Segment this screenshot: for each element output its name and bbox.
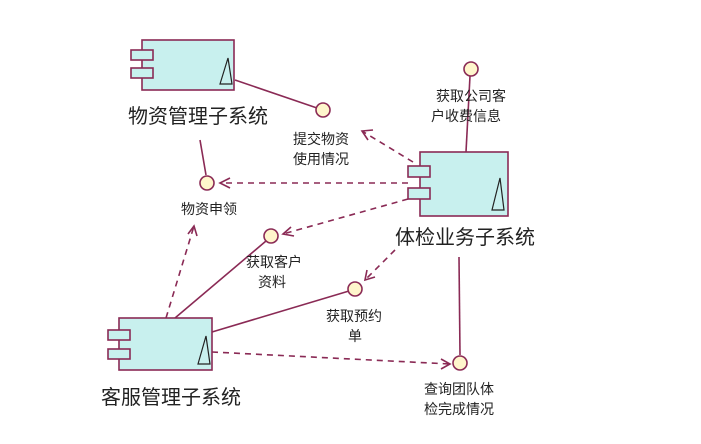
interface-yuyue-label-line-1: 获取预约	[326, 309, 382, 325]
interface-shenling-label: 物资申领	[181, 202, 237, 218]
component-wuzi	[130, 39, 235, 91]
tijian-to-tuandui-link	[458, 256, 461, 356]
interface-gongsi-circle	[463, 61, 479, 77]
kefu-dep-tuandui-arrowhead	[440, 358, 452, 370]
interface-gongsi-label-line-1: 获取公司客	[436, 88, 506, 105]
component-wuzi-label: 物资管理子系统	[128, 104, 268, 128]
interface-tijiao-circle	[315, 102, 331, 118]
tijian-dep-yuyue	[364, 249, 396, 281]
kefu-dep-tuandui	[211, 351, 451, 365]
interface-kehu-label-line-1: 获取客户	[246, 254, 302, 271]
component-kefu-label: 客服管理子系统	[101, 385, 241, 409]
interface-kehu-circle	[263, 228, 279, 244]
interface-tuandui-circle	[452, 355, 468, 371]
tijian-dep-tijiao	[361, 130, 414, 163]
tijian-dep-kehu-arrowhead	[281, 226, 295, 237]
interface-tuandui-label-line-1: 查询团队体	[424, 382, 494, 398]
kefu-dep-shenling-arrowhead	[187, 224, 198, 237]
component-tijian-label: 体检业务子系统	[395, 225, 535, 249]
interface-tuandui-label-line-2: 检完成情况	[424, 402, 494, 418]
interface-gongsi-label-line-2: 户收费信息	[431, 108, 501, 125]
interface-kehu-label-line-2: 资料	[258, 275, 286, 291]
tijian-dep-yuyue-arrowhead	[363, 269, 376, 282]
tijian-to-gongsi-link	[465, 75, 471, 153]
interface-tijiao-label-line-1: 提交物资	[293, 131, 349, 148]
interface-yuyue-circle	[347, 281, 363, 297]
wuzi-to-shenling-link	[199, 139, 207, 176]
interface-tijiao-label-line-2: 使用情况	[293, 151, 349, 168]
tijian-dep-kehu	[282, 198, 409, 235]
wuzi-to-tijiao-link	[234, 79, 318, 109]
component-tijian	[407, 151, 509, 217]
component-kefu	[107, 317, 213, 371]
tijian-dep-shenling-arrowhead	[218, 177, 231, 189]
interface-yuyue-label-line-2: 单	[348, 329, 362, 345]
kefu-to-kehu-link	[174, 240, 267, 319]
interface-shenling-circle	[199, 175, 215, 191]
kefu-dep-shenling	[165, 225, 195, 319]
kefu-to-yuyue-link	[211, 290, 350, 333]
tijian-dep-tijiao-arrowhead	[360, 129, 374, 141]
